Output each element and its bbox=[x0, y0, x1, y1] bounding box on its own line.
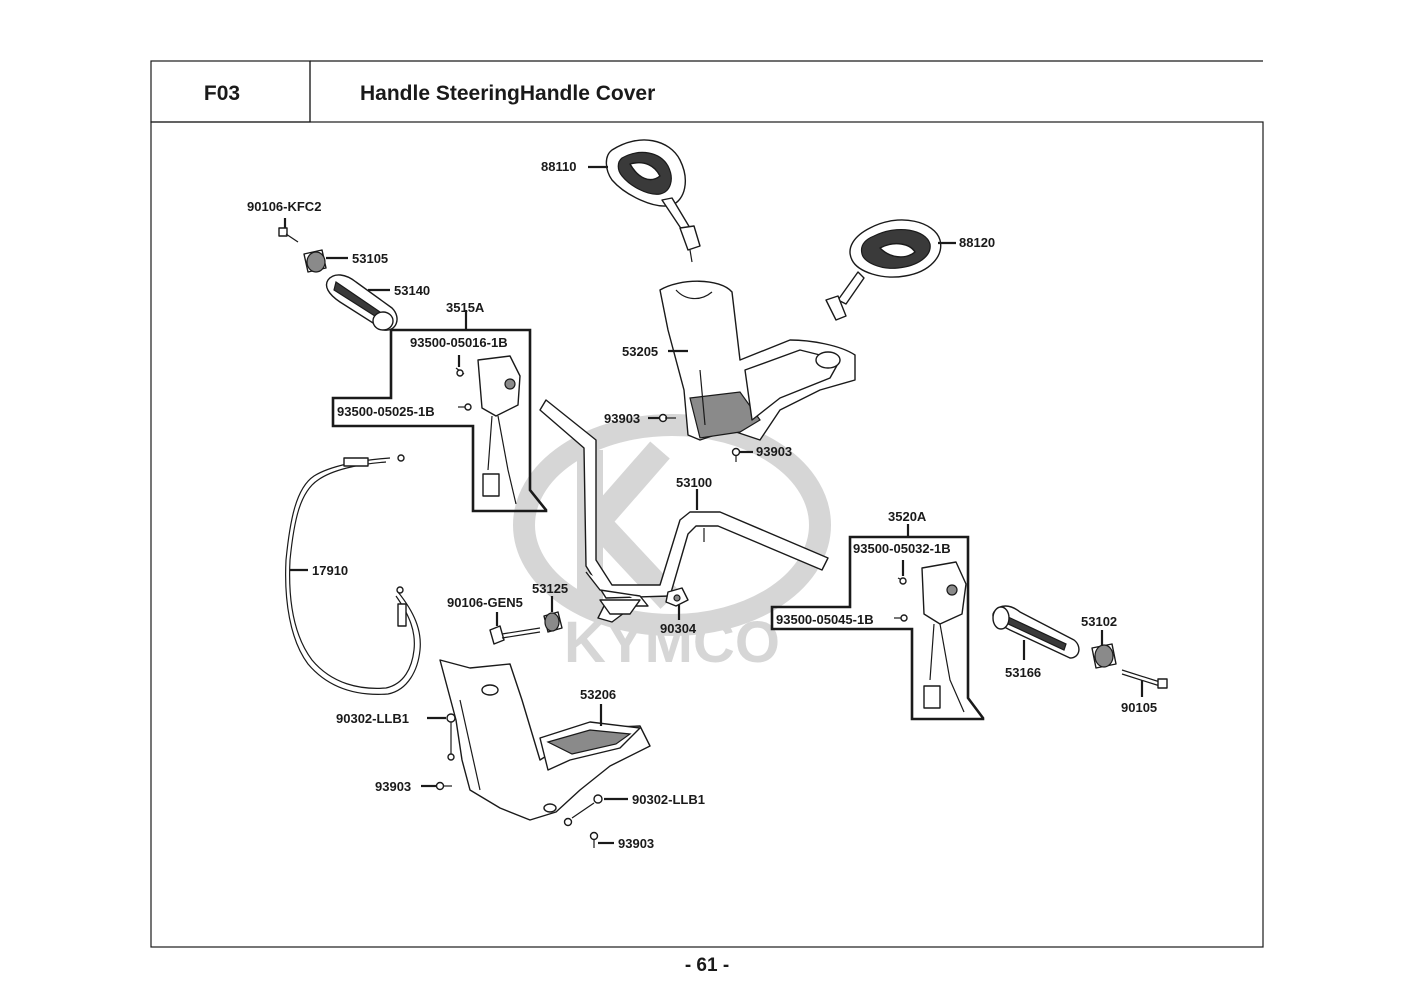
right-switch-assembly-box bbox=[770, 535, 985, 721]
bolt-90106-kfc2 bbox=[278, 227, 299, 243]
grip-end-53105 bbox=[303, 249, 327, 273]
section-title: Handle SteeringHandle Cover bbox=[360, 82, 655, 105]
label-53125: 53125 bbox=[532, 581, 568, 596]
label-88120: 88120 bbox=[959, 235, 995, 250]
label-90106-kfc2: 90106-KFC2 bbox=[247, 199, 321, 214]
label-17910: 17910 bbox=[312, 563, 348, 578]
label-53206: 53206 bbox=[580, 687, 616, 702]
label-53205: 53205 bbox=[622, 344, 658, 359]
label-3520a: 3520A bbox=[888, 509, 927, 524]
front-handle-cover-drawing bbox=[659, 280, 856, 441]
label-53140: 53140 bbox=[394, 283, 430, 298]
left-switch-drawing bbox=[455, 355, 521, 505]
label-3515a: 3515A bbox=[446, 300, 485, 315]
label-53166: 53166 bbox=[1005, 665, 1041, 680]
label-93500-05045-1b: 93500-05045-1B bbox=[776, 612, 874, 627]
bolt-90105 bbox=[1121, 669, 1168, 689]
label-90302-llb1-b: 90302-LLB1 bbox=[632, 792, 705, 807]
collar-53125 bbox=[543, 611, 563, 633]
left-grip-53140 bbox=[325, 274, 398, 331]
label-93903-a: 93903 bbox=[604, 411, 640, 426]
watermark-text: KYMCO bbox=[564, 610, 780, 675]
rear-handle-cover-drawing bbox=[439, 659, 651, 821]
page-number: - 61 - bbox=[685, 955, 729, 976]
right-switch-drawing bbox=[894, 561, 967, 713]
label-93500-05025-1b: 93500-05025-1B bbox=[337, 404, 435, 419]
grip-end-53102 bbox=[1091, 643, 1117, 669]
left-mirror-drawing bbox=[605, 139, 701, 263]
label-93903-b: 93903 bbox=[756, 444, 792, 459]
label-93500-05016-1b: 93500-05016-1B bbox=[410, 335, 508, 350]
label-93903-c: 93903 bbox=[375, 779, 411, 794]
clip-90302-llb1-left bbox=[446, 713, 456, 761]
handlebar-drawing bbox=[539, 399, 829, 623]
clip-90302-llb1-right bbox=[563, 794, 603, 827]
label-53100: 53100 bbox=[676, 475, 712, 490]
right-mirror-drawing bbox=[825, 219, 942, 321]
label-90105: 90105 bbox=[1121, 700, 1157, 715]
section-code: F03 bbox=[204, 82, 240, 105]
label-93500-05032-1b: 93500-05032-1B bbox=[853, 541, 951, 556]
diagram-frame bbox=[150, 121, 1264, 948]
label-53105: 53105 bbox=[352, 251, 388, 266]
left-switch-assembly-box bbox=[331, 328, 548, 513]
label-88110: 88110 bbox=[541, 159, 576, 174]
label-90106-gen5: 90106-GEN5 bbox=[447, 595, 523, 610]
screw-93903-upper-b bbox=[731, 447, 741, 462]
label-93903-d: 93903 bbox=[618, 836, 654, 851]
label-90302-llb1-a: 90302-LLB1 bbox=[336, 711, 409, 726]
bolt-90106-gen5 bbox=[489, 625, 541, 645]
screw-93903-lower-left bbox=[435, 781, 452, 791]
screw-93903-lower-right bbox=[589, 831, 599, 848]
throttle-cable-drawing bbox=[285, 454, 421, 695]
right-grip-53166 bbox=[992, 605, 1080, 659]
label-53102: 53102 bbox=[1081, 614, 1117, 629]
label-90304: 90304 bbox=[660, 621, 697, 636]
nut-90304 bbox=[665, 587, 689, 607]
